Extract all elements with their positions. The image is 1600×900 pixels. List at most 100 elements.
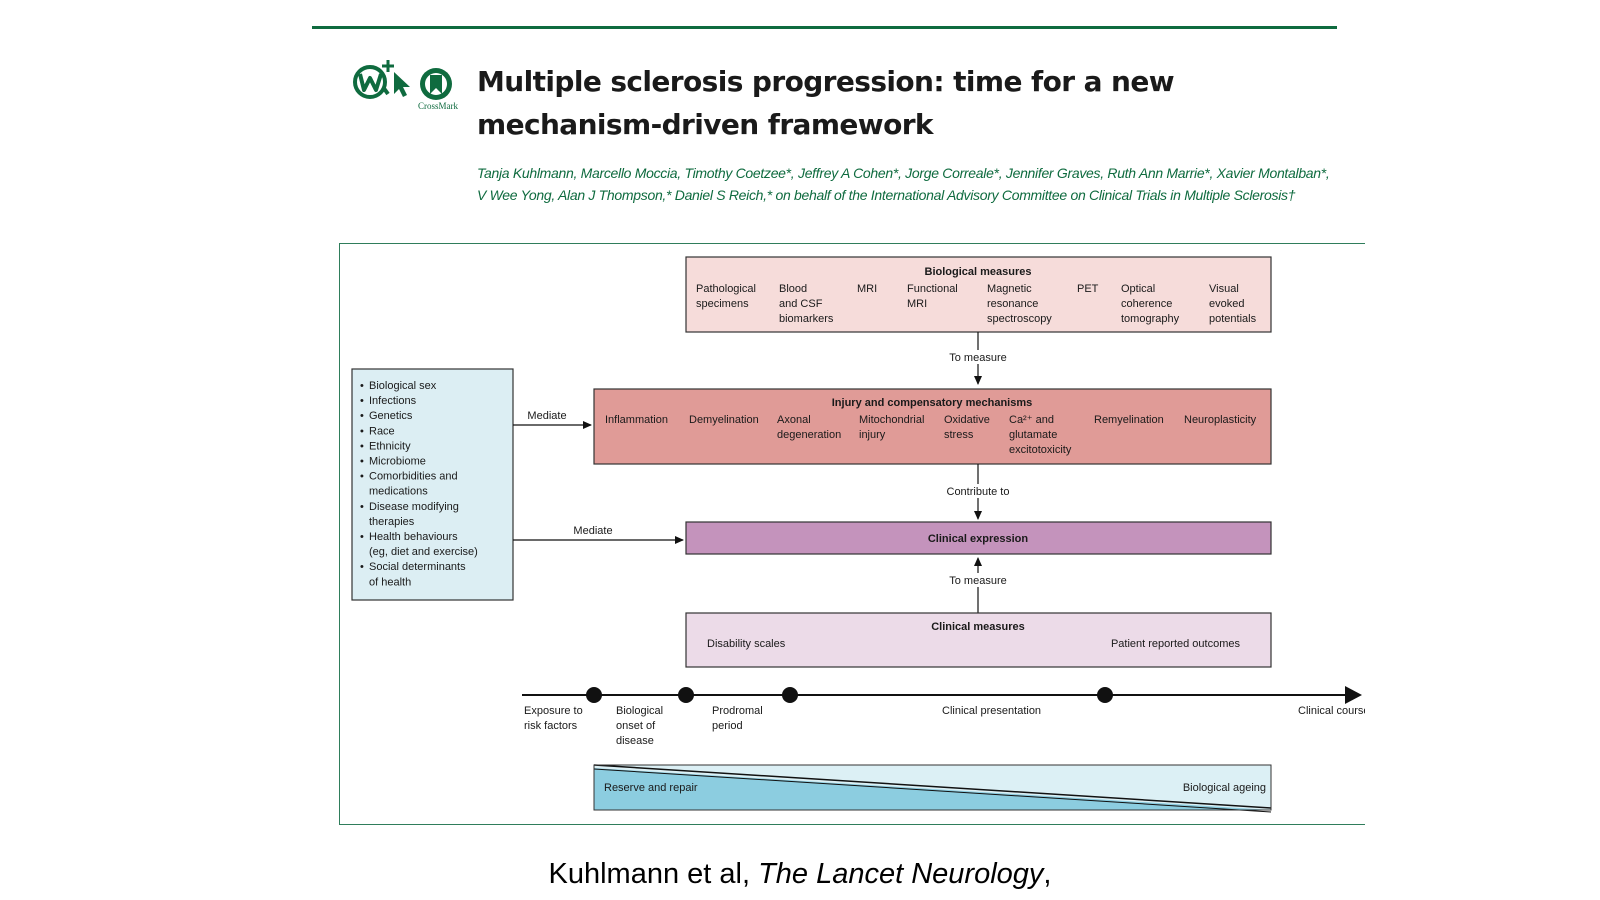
biological-measure-item-line: spectroscopy: [987, 313, 1052, 325]
timeline-stage-exposure-line: Exposure to: [524, 705, 583, 717]
authors-line-2: V Wee Yong, Alan J Thompson,* Daniel S R…: [477, 187, 1296, 203]
timeline-stage-presentation-line: Clinical presentation: [942, 705, 1041, 717]
risk-factor-item: Biological sex: [369, 380, 437, 392]
biological-measure-item-line: biomarkers: [779, 313, 834, 325]
risk-factor-item: Microbiome: [369, 456, 426, 468]
biological-measure-item-line: Functional: [907, 283, 958, 295]
risk-factor-item: Health behaviours: [369, 531, 458, 543]
risk-factor-bullet: •: [360, 501, 364, 513]
injury-mechanism-item-line: degeneration: [777, 429, 841, 441]
risk-factor-bullet: •: [360, 395, 364, 407]
injury-mechanism-item-line: Ca²⁺ and: [1009, 414, 1054, 426]
band-frame: [593, 764, 1272, 811]
injury-mechanism-item-line: Oxidative: [944, 414, 990, 426]
biological-measure-item-line: Blood: [779, 283, 807, 295]
clinical-measures-left: Disability scales: [707, 638, 786, 650]
injury-mechanisms-box: [593, 388, 1272, 465]
risk-factor-item: Genetics: [369, 410, 413, 422]
risk-factor-bullet: •: [360, 440, 364, 452]
injury-mechanism-item-line: Mitochondrial: [859, 414, 924, 426]
biological-measure-item-line: resonance: [987, 298, 1038, 310]
to-measure-top-bg: [938, 350, 1018, 364]
risk-factor-item: (eg, diet and exercise): [369, 546, 478, 558]
crossmark-icon[interactable]: [418, 66, 454, 102]
caption-journal: The Lancet Neurology: [758, 858, 1044, 890]
biological-measure-item-line: PET: [1077, 283, 1099, 295]
timeline-marker: [586, 687, 602, 703]
biological-measure-item-line: MRI: [907, 298, 927, 310]
timeline-arrow-head: [1345, 686, 1362, 704]
injury-mechanism-item-line: Remyelination: [1094, 414, 1164, 426]
risk-factor-bullet: •: [360, 471, 364, 483]
risk-factor-item: Social determinants: [369, 561, 466, 573]
timeline-stage-prodromal-line: Prodromal: [712, 705, 763, 717]
timeline-stage-onset-line: disease: [616, 735, 654, 747]
contribute-to-label: Contribute to: [947, 486, 1010, 498]
clinical-measures-right: Patient reported outcomes: [1111, 638, 1241, 650]
risk-factor-item: medications: [369, 486, 428, 498]
top-rule: [312, 26, 1337, 29]
biological-measures-box: [685, 256, 1272, 333]
clinical-measures-title: Clinical measures: [931, 621, 1025, 633]
lancet-logo-icon: [353, 65, 390, 99]
timeline-stage-onset-line: onset of: [616, 720, 656, 732]
cursor-plus-icon: [382, 60, 410, 97]
crossmark-label: CrossMark: [418, 101, 458, 111]
timeline-marker: [678, 687, 694, 703]
biological-measure-item-line: and CSF: [779, 298, 823, 310]
reserve-band: [594, 768, 1271, 810]
timeline-stage-prodromal-line: period: [712, 720, 743, 732]
risk-factors-box: [351, 368, 514, 601]
injury-mechanisms-title: Injury and compensatory mechanisms: [832, 397, 1033, 409]
title-line-1: Multiple sclerosis progression: time for…: [477, 65, 1175, 98]
timeline-marker: [782, 687, 798, 703]
timeline-marker: [1097, 687, 1113, 703]
biological-measure-item-line: tomography: [1121, 313, 1180, 325]
risk-factor-bullet: •: [360, 456, 364, 468]
biological-measure-item-line: MRI: [857, 283, 877, 295]
title-line-2: mechanism-driven framework: [477, 108, 934, 141]
clinical-measures-box: [685, 612, 1272, 668]
author-list: Tanja Kuhlmann, Marcello Moccia, Timothy…: [477, 162, 1357, 206]
risk-factor-item: Race: [369, 425, 395, 437]
authors-line-1: Tanja Kuhlmann, Marcello Moccia, Timothy…: [477, 165, 1330, 181]
mediate-top-label: Mediate: [527, 410, 566, 422]
to-measure-bottom-label: To measure: [949, 575, 1006, 587]
mediate-bottom-label: Mediate: [573, 525, 612, 537]
ageing-label: Biological ageing: [1183, 782, 1266, 794]
risk-factor-bullet: •: [360, 410, 364, 422]
biological-measure-item-line: Pathological: [696, 283, 756, 295]
band-divider: [593, 764, 1272, 809]
risk-factor-bullet: •: [360, 531, 364, 543]
injury-mechanism-item-line: Inflammation: [605, 414, 668, 426]
risk-factor-item: Ethnicity: [369, 440, 411, 452]
biological-measure-item-line: potentials: [1209, 313, 1257, 325]
risk-factor-bullet: •: [360, 561, 364, 573]
risk-factor-bullet: •: [360, 380, 364, 392]
injury-mechanism-item-line: stress: [944, 429, 974, 441]
biological-measure-item-line: Visual: [1209, 283, 1239, 295]
contribute-to-bg: [930, 484, 1026, 498]
biological-measure-item-line: evoked: [1209, 298, 1244, 310]
caption-authors: Kuhlmann et al,: [548, 858, 759, 890]
risk-factor-item: therapies: [369, 516, 415, 528]
injury-mechanism-item-line: glutamate: [1009, 429, 1057, 441]
caption-tail: ,: [1043, 858, 1052, 890]
band-divider-2: [593, 768, 1272, 813]
injury-mechanism-item-line: Demyelination: [689, 414, 759, 426]
risk-factor-item: Infections: [369, 395, 417, 407]
biological-measure-item-line: Optical: [1121, 283, 1155, 295]
to-measure-top-label: To measure: [949, 352, 1006, 364]
article-title: Multiple sclerosis progression: time for…: [477, 60, 1197, 146]
biological-measures-title: Biological measures: [925, 266, 1032, 278]
injury-mechanism-item-line: Axonal: [777, 414, 811, 426]
to-measure-bottom-bg: [938, 573, 1018, 587]
reserve-label: Reserve and repair: [604, 782, 698, 794]
biological-measure-item-line: specimens: [696, 298, 749, 310]
clinical-expression-box: [685, 521, 1272, 555]
risk-factor-item: of health: [369, 576, 411, 588]
injury-mechanism-item-line: excitotoxicity: [1009, 444, 1072, 456]
timeline-stage-onset-line: Biological: [616, 705, 663, 717]
